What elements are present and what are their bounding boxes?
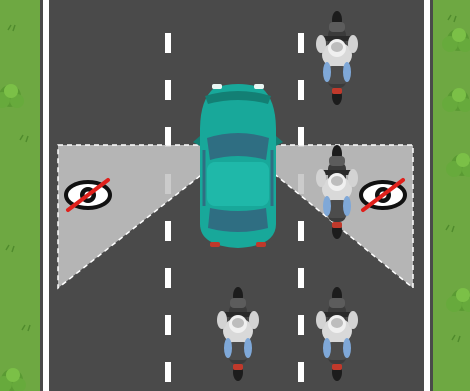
right-road-edge-line: [424, 0, 430, 391]
left-grass-verge: [0, 0, 40, 391]
eye-crossed-icon: [361, 180, 405, 210]
eye-crossed-icon: [66, 180, 110, 210]
teal-car: [193, 84, 283, 248]
left-road-edge-line: [43, 0, 49, 391]
right-grass-verge: [433, 0, 470, 391]
